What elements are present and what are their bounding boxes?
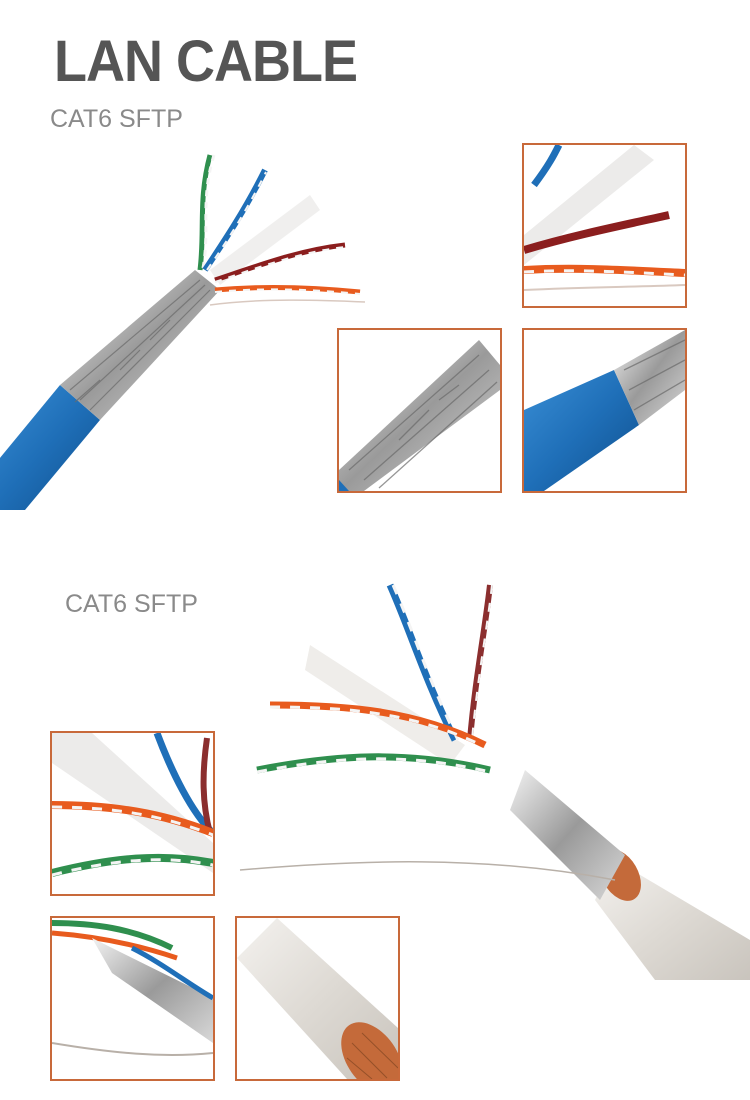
detail-frame-blue-jacket	[522, 328, 687, 493]
blue-cable-photo	[0, 154, 366, 510]
product-subtitle-top: CAT6 SFTP	[50, 105, 183, 133]
product-subtitle-bottom: CAT6 SFTP	[65, 590, 198, 618]
grey-cable-photo	[239, 583, 750, 980]
detail-frame-twisted-pairs	[522, 143, 687, 308]
detail-frame-foil-shield	[337, 328, 502, 493]
page-title: LAN CABLE	[54, 29, 358, 94]
detail-frame-grey-foil	[50, 916, 215, 1081]
detail-frame-grey-pairs	[50, 731, 215, 896]
detail-frame-grey-braid	[235, 916, 400, 1081]
